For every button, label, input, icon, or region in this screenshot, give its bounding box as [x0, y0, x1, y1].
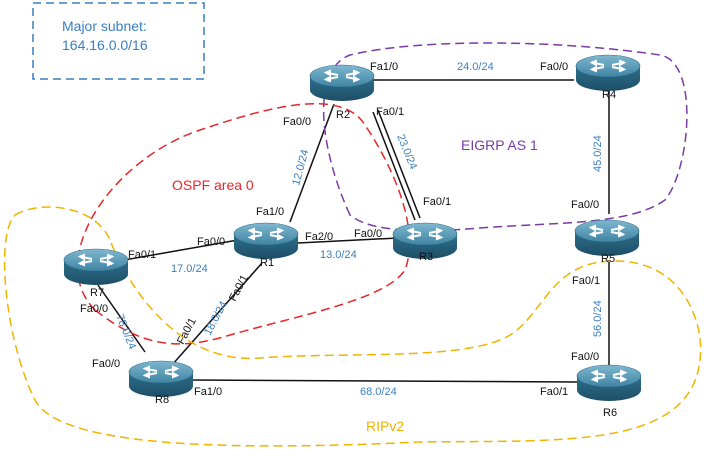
rip-domain-label: RIPv2 — [366, 418, 404, 434]
net-23-label: 23.0/24 — [394, 133, 419, 172]
router-icon — [575, 54, 641, 92]
net-24-label: 24.0/24 — [457, 61, 494, 73]
router-label: R2 — [336, 109, 350, 121]
r8-fa1-0-label: Fa1/0 — [194, 386, 222, 398]
r3-fa0-1-label: Fa0/1 — [423, 196, 451, 208]
link-r7-r8 — [97, 284, 146, 353]
router-r1: R1 — [233, 222, 299, 269]
net-45-label: 45.0/24 — [592, 135, 604, 172]
router-r3: R3 — [392, 222, 458, 263]
link-r1-r3 — [297, 237, 399, 244]
router-icon — [309, 64, 375, 102]
note-box — [32, 2, 205, 80]
link-r2-r3-a — [372, 111, 416, 221]
net-12-label: 12.0/24 — [290, 148, 311, 187]
router-r5: R5 — [574, 219, 640, 265]
r2-fa0-1-label: Fa0/1 — [376, 106, 404, 118]
net-17-label: 17.0/24 — [171, 263, 208, 275]
router-r6: R6 — [576, 364, 642, 419]
ospf-area-label: OSPF area 0 — [172, 177, 254, 193]
router-label: R6 — [603, 407, 617, 419]
link-r2-r3-b — [377, 109, 421, 219]
r8-fa0-1-label: Fa0/1 — [175, 316, 199, 346]
router-r2: R2 — [309, 64, 375, 121]
major-subnet-note: Major subnet: 164.16.0.0/16 — [32, 2, 205, 80]
r7-fa0-0-label: Fa0/0 — [80, 303, 108, 315]
router-label: R7 — [90, 287, 104, 299]
r3-fa0-0-label: Fa0/0 — [354, 228, 382, 240]
router-label: R5 — [601, 253, 615, 265]
r6-fa0-1-label: Fa0/1 — [540, 386, 568, 398]
r5-fa0-1-label: Fa0/1 — [572, 275, 600, 287]
link-r8-r6 — [191, 379, 579, 383]
router-icon — [128, 360, 194, 398]
r2-fa1-0-label: Fa1/0 — [370, 61, 398, 73]
router-label: R3 — [419, 251, 433, 263]
r6-fa0-0-label: Fa0/0 — [571, 351, 599, 363]
eigrp-as-label: EIGRP AS 1 — [461, 137, 538, 153]
ospf-area-boundary — [76, 103, 411, 345]
net-78-label: 78.0/24 — [113, 313, 138, 352]
router-r4: R4 — [575, 54, 641, 101]
router-label: R8 — [155, 394, 169, 406]
router-icon — [63, 248, 129, 286]
note-subnet: 164.16.0.0/16 — [62, 37, 148, 53]
router-r8: R8 — [128, 360, 194, 406]
router-label: R1 — [260, 257, 274, 269]
link-r1-r8 — [171, 262, 263, 366]
links — [97, 79, 610, 383]
r5-fa0-0-label: Fa0/0 — [571, 199, 599, 211]
link-r2-r1 — [289, 103, 335, 223]
r7-fa0-1-label: Fa0/1 — [128, 249, 156, 261]
net-68-label: 68.0/24 — [360, 386, 397, 398]
net-56-label: 56.0/24 — [592, 300, 604, 337]
r1-fa0-0-label: Fa0/0 — [197, 236, 225, 248]
r2-fa0-0-label: Fa0/0 — [283, 116, 311, 128]
r4-fa0-0-label: Fa0/0 — [540, 61, 568, 73]
net-18-label: 18.0/24 — [202, 299, 230, 337]
r1-fa2-0-label: Fa2/0 — [305, 231, 333, 243]
router-icon — [233, 222, 299, 260]
note-title: Major subnet: — [62, 18, 147, 34]
r8-fa0-0-label: Fa0/0 — [92, 358, 120, 370]
router-icon — [576, 364, 642, 402]
eigrp-as-boundary — [323, 42, 688, 232]
link-r7-r1 — [112, 239, 239, 263]
net-13-label: 13.0/24 — [320, 249, 357, 261]
router-label: R4 — [602, 89, 616, 101]
router-icon — [574, 219, 640, 257]
router-r7: R7 — [63, 248, 129, 299]
r1-fa0-1-label: Fa0/1 — [227, 273, 251, 303]
r1-fa1-0-label: Fa1/0 — [256, 206, 284, 218]
